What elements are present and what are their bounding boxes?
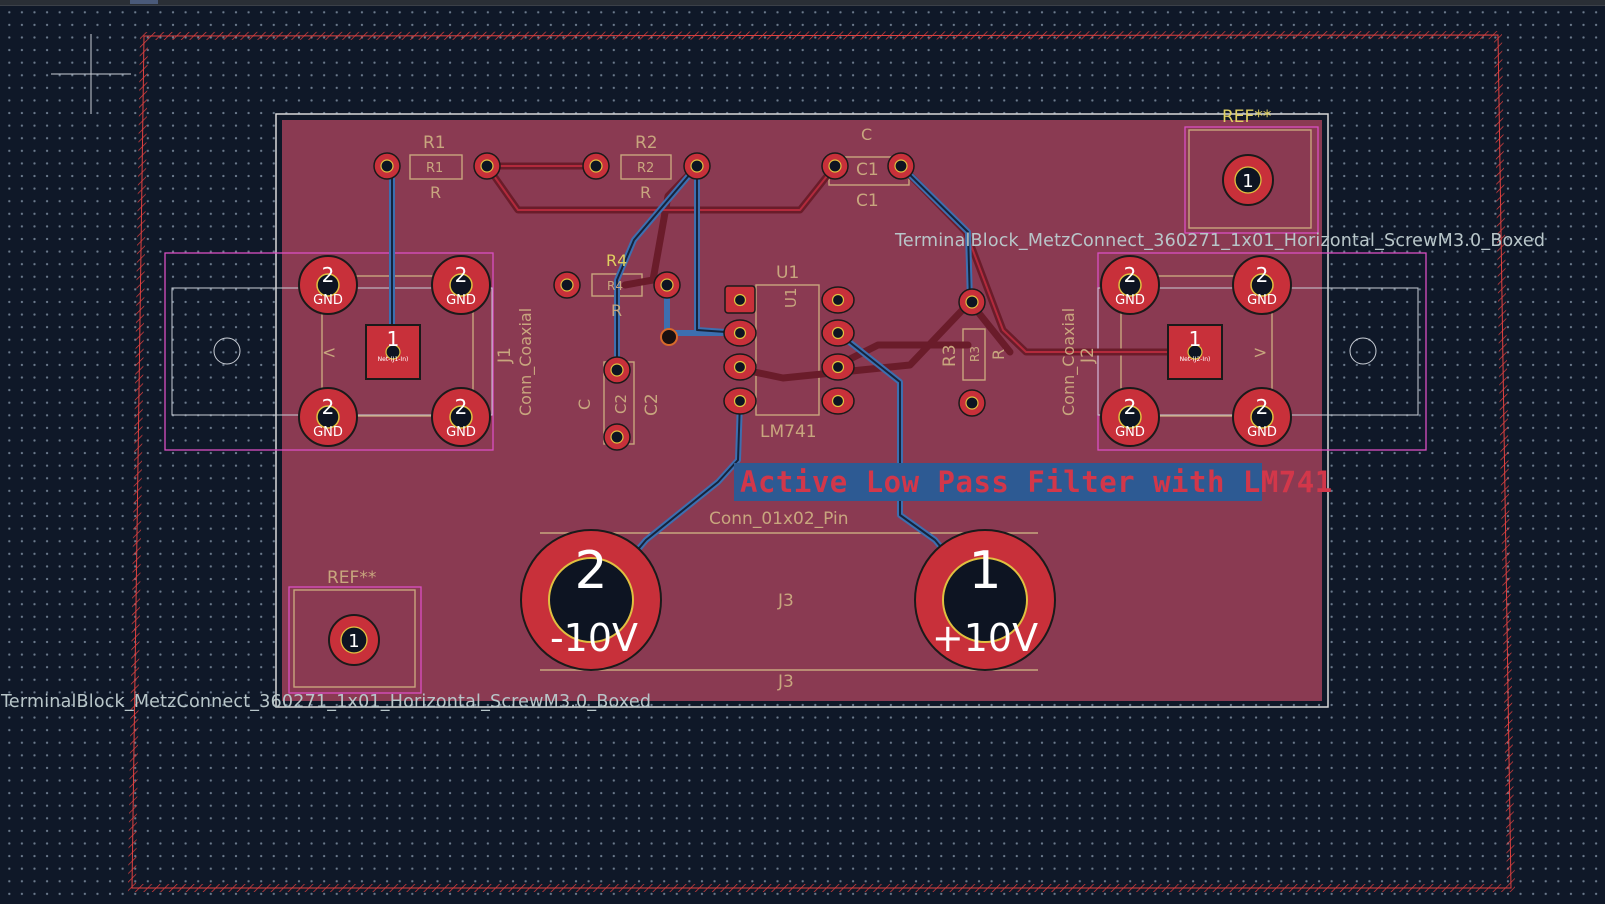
j2-center-net: Net-(J2-In) xyxy=(1180,356,1211,363)
r4-fab: R4 xyxy=(607,279,623,293)
r1-value: R xyxy=(430,183,441,202)
j3-value: Conn_01x02_Pin xyxy=(709,509,849,529)
j2-center-num: 1 xyxy=(1189,327,1202,351)
window-top-bar xyxy=(0,0,1605,6)
j2-pads[interactable] xyxy=(1100,255,1292,447)
j3-pad1-net: +10V xyxy=(932,616,1038,660)
mh2-pad-num: 1 xyxy=(348,631,359,652)
j3-pad2-num: 2 xyxy=(574,541,607,601)
r3-fab: R3 xyxy=(968,346,982,362)
board-title-banner[interactable]: Active Low Pass Filter with LM741 xyxy=(734,463,1332,501)
u1-fab: U1 xyxy=(782,287,800,308)
j2-pad-net: GND xyxy=(1247,425,1277,440)
c2-fab: C2 xyxy=(612,394,630,414)
active-tab-indicator[interactable] xyxy=(130,0,158,4)
mounting-hole-pads[interactable] xyxy=(328,154,1274,666)
j1-pad-num: 2 xyxy=(322,395,335,419)
c1-ref: C1 xyxy=(856,191,879,211)
c2-ref: C2 xyxy=(642,393,662,416)
pad-labels: 2 GND 2 GND 2 GND 2 GND 1 Net-(J1-In) 2 … xyxy=(313,171,1277,660)
j3-pad2-net: -10V xyxy=(550,616,638,660)
footprint-name-top: TerminalBlock_MetzConnect_360271_1x01_Ho… xyxy=(895,231,1546,251)
c1-fab: C1 xyxy=(856,160,879,180)
r1-ref: R1 xyxy=(423,133,446,153)
board-title-text: Active Low Pass Filter with LM741 xyxy=(740,465,1333,499)
j1-center-num: 1 xyxy=(387,327,400,351)
j1-pad-num: 2 xyxy=(455,263,468,287)
c1-value: C xyxy=(861,125,872,144)
mh1-pad-num: 1 xyxy=(1242,171,1253,192)
tht-pads-small[interactable] xyxy=(373,152,986,451)
j1-pad-num: 2 xyxy=(322,263,335,287)
j1-pad-net: GND xyxy=(313,425,343,440)
r2-ref: R2 xyxy=(635,133,658,153)
r4-ref: R4 xyxy=(606,251,627,270)
j2-value: Conn_Coaxial xyxy=(1059,308,1079,416)
r1-fab: R1 xyxy=(426,161,443,176)
silk-outlines xyxy=(293,129,1312,688)
j2-pad-net: GND xyxy=(1115,425,1145,440)
j1-pad-net: GND xyxy=(446,293,476,308)
j1-pad-net: GND xyxy=(313,293,343,308)
j2-pad-num: 2 xyxy=(1256,263,1269,287)
board-zone-outline[interactable] xyxy=(127,30,1516,892)
r3-value: R xyxy=(989,349,1008,360)
j1-pad-net: GND xyxy=(446,425,476,440)
silk-labels: R1 R1 R R2 R2 R C C1 C1 R4 R4 R U1 LM741… xyxy=(322,107,1271,692)
via[interactable] xyxy=(660,328,678,346)
j2-arrow: > xyxy=(1253,343,1267,363)
j3-pads[interactable] xyxy=(520,529,1056,671)
r2-value: R xyxy=(640,183,651,202)
j2-pad-num: 2 xyxy=(1256,395,1269,419)
crosshair-cursor xyxy=(51,34,131,114)
u1-value: LM741 xyxy=(760,422,817,442)
c2-value: C xyxy=(575,399,594,410)
j1-pad-num: 2 xyxy=(455,395,468,419)
j2-pad-num: 2 xyxy=(1124,395,1137,419)
mh1-ref: REF** xyxy=(1222,107,1271,127)
j2-ref: J2 xyxy=(1078,347,1098,364)
courtyards xyxy=(164,126,1427,694)
j2-pad-net: GND xyxy=(1247,293,1277,308)
edge-cuts-outline[interactable] xyxy=(275,113,1329,708)
r2-fab: R2 xyxy=(637,161,654,176)
j2-pad-num: 2 xyxy=(1124,263,1137,287)
mh2-ref: REF** xyxy=(327,568,376,588)
j1-pads[interactable] xyxy=(298,255,491,447)
j3-pad1-num: 1 xyxy=(968,541,1001,601)
j3-fab: J3 xyxy=(777,591,794,611)
u1-pads[interactable] xyxy=(723,285,855,415)
j1-value: Conn_Coaxial xyxy=(516,308,536,416)
footprint-name-bottom: TerminalBlock_MetzConnect_360271_1x01_Ho… xyxy=(1,692,652,712)
u1-ref: U1 xyxy=(776,263,799,283)
j1-arrow: < xyxy=(322,343,336,363)
j1-center-net: Net-(J1-In) xyxy=(378,356,409,363)
j1-ref: J1 xyxy=(495,347,515,364)
j2-pad-net: GND xyxy=(1115,293,1145,308)
j3-ref: J3 xyxy=(777,672,794,692)
r4-value: R xyxy=(611,301,622,320)
r3-ref: R3 xyxy=(940,344,960,367)
